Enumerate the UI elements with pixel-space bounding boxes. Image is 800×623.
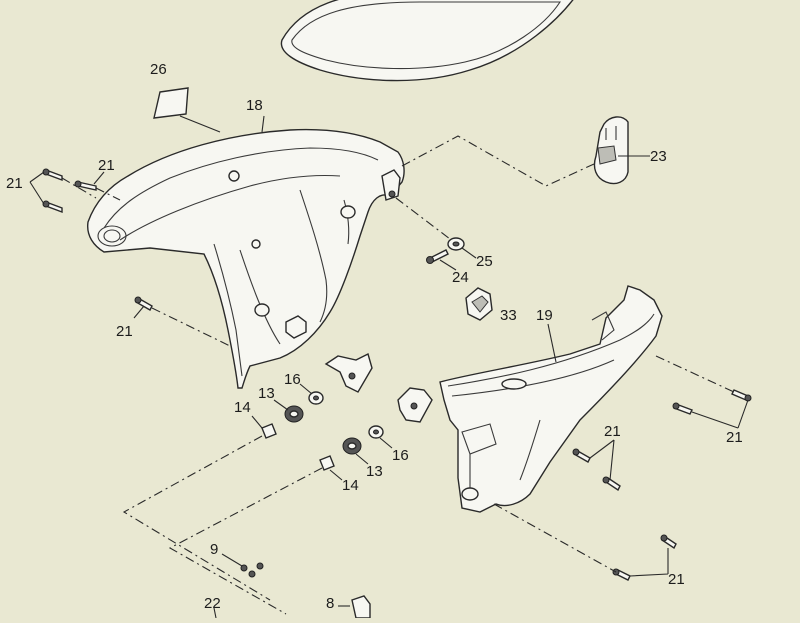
callout-19: 19 — [536, 307, 553, 324]
callout-16-b: 16 — [392, 447, 409, 464]
part-19-lower-housing: 19 — [439, 285, 663, 513]
part-9-fasteners: 9 — [210, 541, 264, 578]
part-13-bushing-upper: 13 — [258, 385, 304, 423]
part-21-screws-bottom: 21 — [493, 503, 685, 588]
callout-13-b: 13 — [366, 463, 383, 480]
callout-21-e: 21 — [604, 423, 621, 440]
part-26-label-plate: 26 — [150, 61, 221, 133]
part-21-screws-center: 21 — [572, 423, 621, 492]
callout-26: 26 — [150, 61, 167, 78]
part-22-ref: 22 — [204, 595, 221, 619]
callout-16-a: 16 — [284, 371, 301, 388]
callout-21-a: 21 — [6, 175, 23, 192]
leader-lower-left — [122, 435, 271, 601]
callout-24: 24 — [452, 269, 469, 286]
part-8-clip: 8 — [326, 595, 371, 619]
cowling-seal — [280, 0, 574, 82]
callout-23: 23 — [650, 148, 667, 165]
part-13-bushing-lower: 13 — [342, 437, 383, 480]
callout-9: 9 — [210, 541, 218, 558]
part-21-screws-right: 21 — [655, 355, 752, 446]
callout-18: 18 — [246, 97, 263, 114]
part-14-collar-lower: 14 — [319, 455, 359, 494]
leader-lower-right — [168, 467, 323, 615]
callout-33: 33 — [500, 307, 517, 324]
leader-18-to-25 — [395, 197, 455, 243]
part-16-bracket-upper: 16 — [284, 352, 373, 405]
callout-21-b: 21 — [98, 157, 115, 174]
leader-18-to-23 — [401, 135, 595, 187]
callout-13-a: 13 — [258, 385, 275, 402]
part-21-screw-mid: 21 — [116, 296, 231, 347]
part-33-grommet: 33 — [465, 287, 517, 324]
callout-21-d: 21 — [726, 429, 743, 446]
callout-21-c: 21 — [116, 323, 133, 340]
part-16-bracket-lower: 16 — [368, 387, 433, 464]
part-14-collar-upper: 14 — [234, 399, 277, 439]
callout-22: 22 — [204, 595, 221, 612]
part-18-upper-housing: 18 — [87, 97, 405, 389]
callout-8: 8 — [326, 595, 334, 612]
part-23-latch: 23 — [593, 116, 667, 185]
callout-14-a: 14 — [234, 399, 251, 416]
callout-25: 25 — [476, 253, 493, 270]
callout-21-f: 21 — [668, 571, 685, 588]
part-24-screw: 24 — [426, 249, 469, 286]
part-25-washer: 25 — [447, 237, 493, 270]
callout-14-b: 14 — [342, 477, 359, 494]
part-21-screws-left: 21 21 — [6, 157, 121, 214]
